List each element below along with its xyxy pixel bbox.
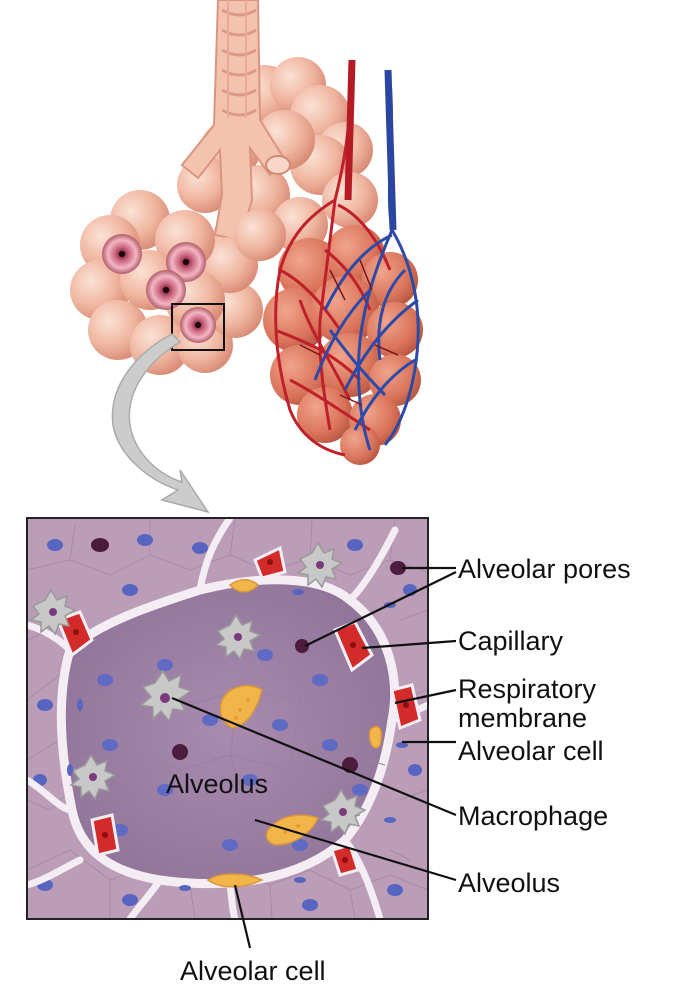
label-respiratory-membrane-line2: membrane — [458, 703, 587, 733]
label-alveolar-cell-right: Alveolar cell — [458, 736, 604, 766]
label-capillary: Capillary — [458, 626, 564, 656]
label-macrophage: Macrophage — [458, 801, 608, 831]
label-respiratory-membrane-line1: Respiratory — [458, 674, 597, 704]
label-alveolar-cell-bottom: Alveolar cell — [180, 956, 326, 986]
label-alveolus-inside: Alveolus — [166, 769, 268, 799]
label-alveolar-pores: Alveolar pores — [458, 554, 631, 584]
alveolus-detail-panel — [27, 518, 428, 919]
label-alveolus-right: Alveolus — [458, 868, 560, 898]
